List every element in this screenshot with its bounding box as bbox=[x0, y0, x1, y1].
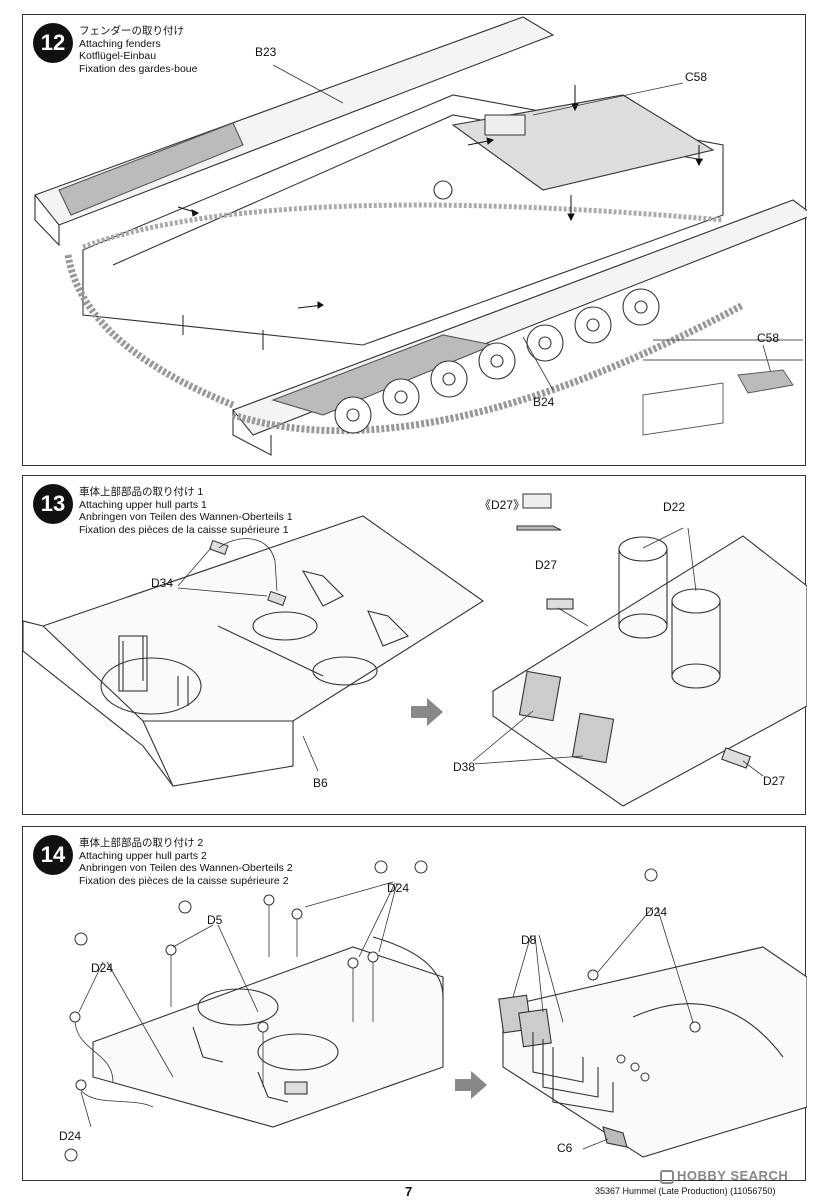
part-label-d24-bottom: D24 bbox=[59, 1129, 82, 1143]
step-number-badge: 13 bbox=[33, 484, 73, 524]
title-en: Attaching upper hull parts 1 bbox=[79, 498, 207, 511]
title-en: Attaching upper hull parts 2 bbox=[79, 849, 207, 862]
step-titles: フェンダーの取り付け Attaching fenders Kotflügel-E… bbox=[79, 25, 198, 75]
part-label-c58-inset: C58 bbox=[757, 331, 780, 345]
part-label-b23: B23 bbox=[255, 45, 277, 59]
title-jp: 車体上部部品の取り付け 1 bbox=[79, 486, 204, 498]
page-number: 7 bbox=[405, 1184, 413, 1199]
part-label-c58: C58 bbox=[685, 70, 708, 84]
step-number-badge: 12 bbox=[33, 23, 73, 63]
title-jp: 車体上部部品の取り付け 2 bbox=[79, 837, 204, 849]
part-label-d24-top: D24 bbox=[387, 881, 410, 895]
title-de: Anbringen von Teilen des Wannen-Oberteil… bbox=[79, 862, 293, 874]
title-fr: Fixation des pièces de la caisse supérie… bbox=[79, 874, 289, 887]
part-label-b6: B6 bbox=[313, 776, 328, 790]
title-en: Attaching fenders bbox=[79, 37, 161, 50]
part-label-d27-inset: 《D27》 bbox=[479, 498, 526, 512]
title-fr: Fixation des gardes-boue bbox=[79, 62, 198, 75]
title-jp: フェンダーの取り付け bbox=[79, 25, 184, 37]
product-code: 35367 Hummel (Late Production) (11056750… bbox=[595, 1186, 776, 1196]
part-label-d5: D5 bbox=[207, 913, 223, 927]
part-label-d27-right: D27 bbox=[763, 774, 786, 788]
step-12-panel: 12 フェンダーの取り付け Attaching fenders Kotflüge… bbox=[22, 14, 807, 466]
upper-hull-assembly-2-drawing bbox=[64, 860, 807, 1162]
part-label-b24: B24 bbox=[533, 395, 555, 409]
watermark-text: HOBBY SEARCH bbox=[677, 1168, 789, 1183]
title-fr: Fixation des pièces de la caisse supérie… bbox=[79, 523, 289, 536]
step-titles: 車体上部部品の取り付け 2 Attaching upper hull parts… bbox=[79, 837, 293, 887]
part-label-d24-right: D24 bbox=[645, 905, 668, 919]
watermark: HOBBY SEARCH bbox=[660, 1168, 788, 1184]
part-label-d38: D38 bbox=[453, 760, 476, 774]
title-de: Anbringen von Teilen des Wannen-Oberteil… bbox=[79, 511, 293, 523]
part-label-d27: D27 bbox=[535, 558, 558, 572]
part-label-d24-left: D24 bbox=[91, 961, 114, 975]
step-14-panel: 14 車体上部部品の取り付け 2 Attaching upper hull pa… bbox=[22, 826, 807, 1181]
part-label-c6: C6 bbox=[557, 1141, 573, 1155]
step-13-panel: 13 車体上部部品の取り付け 1 Attaching upper hull pa… bbox=[22, 475, 807, 815]
step-titles: 車体上部部品の取り付け 1 Attaching upper hull parts… bbox=[79, 486, 293, 536]
upper-hull-assembly-1-drawing bbox=[23, 493, 807, 807]
fender-assembly-drawing bbox=[34, 16, 807, 456]
step-number-badge: 14 bbox=[33, 835, 73, 875]
title-de: Kotflügel-Einbau bbox=[79, 50, 157, 62]
part-label-d22: D22 bbox=[663, 500, 686, 514]
watermark-logo-icon bbox=[660, 1169, 674, 1184]
part-label-d8: D8 bbox=[521, 933, 537, 947]
part-label-d34: D34 bbox=[151, 576, 174, 590]
